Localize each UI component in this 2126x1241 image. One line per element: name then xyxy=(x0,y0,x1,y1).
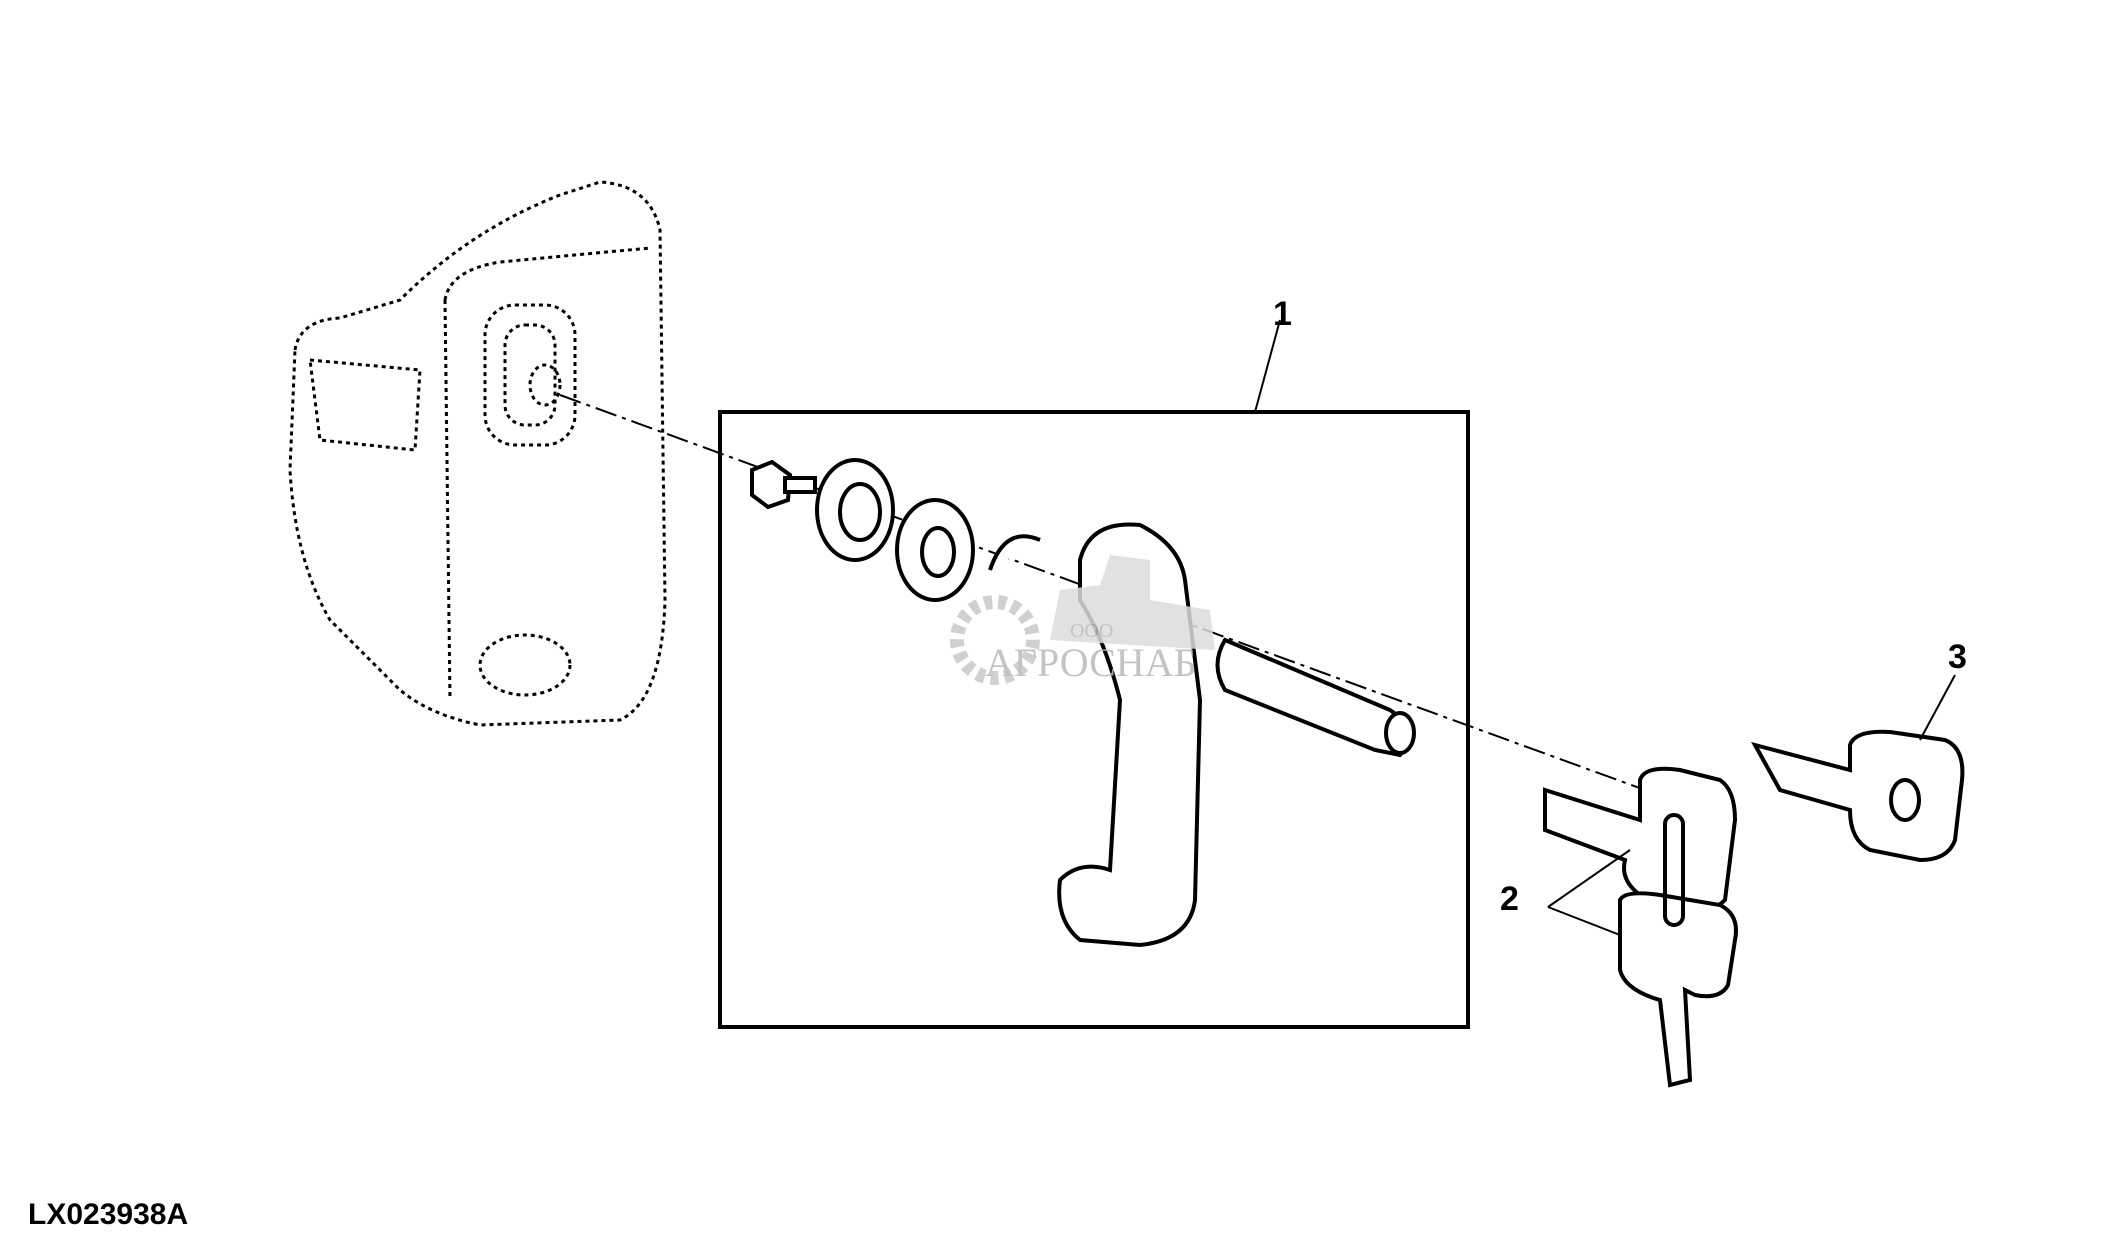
watermark-prefix: ООО xyxy=(1070,620,1113,642)
gear-icon xyxy=(950,595,1040,685)
callout-3: 3 xyxy=(1948,638,1967,676)
key-2a xyxy=(1543,766,1738,914)
screw-nut xyxy=(750,459,793,510)
kit-box xyxy=(718,410,1470,1029)
lock-parts xyxy=(750,458,1416,948)
callout-leaders xyxy=(1547,674,1956,936)
assembly-centerline xyxy=(559,394,1701,811)
key-2b xyxy=(1618,891,1738,1088)
watermark-name: АГРОСНАБ xyxy=(985,640,1197,685)
callout-1-leader xyxy=(1254,319,1281,413)
key-3 xyxy=(1750,729,1965,863)
callout-1: 1 xyxy=(1273,295,1292,333)
agrosnab-watermark: ООО АГРОСНАБ xyxy=(950,555,1215,685)
figure-id: LX023938A xyxy=(28,1198,188,1231)
keys xyxy=(1543,729,1965,1088)
lock-cylinder xyxy=(1215,637,1410,758)
door-housing-phantom xyxy=(288,180,667,727)
callout-2: 2 xyxy=(1500,880,1519,918)
combine-harvester-icon xyxy=(1050,555,1215,650)
